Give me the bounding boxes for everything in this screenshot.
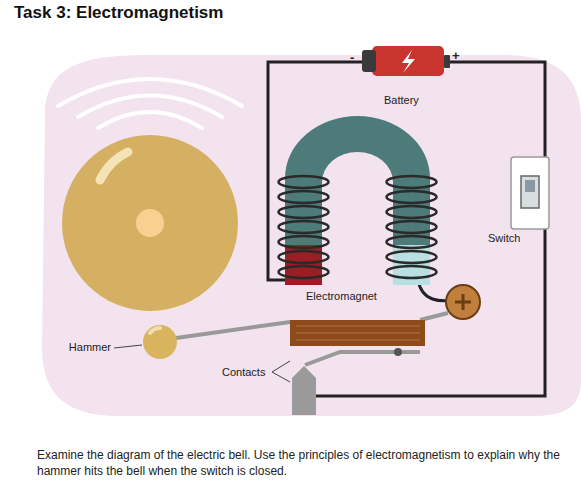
coil-winding <box>279 221 329 233</box>
switch-toggle <box>521 176 539 208</box>
battery-terminal <box>444 55 450 68</box>
sound-wave <box>58 79 242 106</box>
switch-symbol <box>511 157 549 229</box>
coil-winding <box>387 236 437 248</box>
coil-windings <box>279 176 437 278</box>
sound-wave <box>98 112 202 128</box>
caption: Examine the diagram of the electric bell… <box>37 447 572 479</box>
lightning-symbol <box>402 50 415 73</box>
background-blob <box>42 55 581 416</box>
leader-line <box>114 345 142 348</box>
part-label: Electromagnet <box>306 290 377 303</box>
coil-winding <box>279 176 329 188</box>
sound-waves <box>58 79 242 128</box>
coil-winding <box>387 176 437 188</box>
screw <box>446 285 480 319</box>
contact-post <box>292 366 316 415</box>
part-label: Battery <box>384 94 419 107</box>
screw-slot <box>455 294 471 310</box>
hammer-highlight <box>150 328 160 333</box>
coil-winding <box>279 266 329 278</box>
bell-dome <box>136 209 164 237</box>
iron-core <box>285 116 430 245</box>
part-label: Contacts <box>222 366 265 379</box>
contact-point <box>394 348 402 356</box>
switch-plate <box>511 157 549 229</box>
spring-strip <box>420 313 448 320</box>
coil-winding <box>387 206 437 218</box>
coil-winding <box>279 236 329 248</box>
coil-winding <box>279 191 329 203</box>
sound-wave <box>78 96 222 118</box>
part-label: Hammer <box>69 341 111 354</box>
coil-winding <box>279 206 329 218</box>
battery-body <box>372 46 444 76</box>
hammer <box>143 325 177 359</box>
coil-winding <box>387 266 437 278</box>
leader-line <box>272 361 290 382</box>
bell-highlight <box>100 152 128 180</box>
battery-terminal <box>362 50 376 72</box>
coil-winding <box>387 221 437 233</box>
coil-winding <box>279 251 329 263</box>
wood-grain <box>296 326 420 340</box>
electromagnet-symbol <box>279 116 437 285</box>
title: Task 3: Electromagnetism <box>14 3 223 23</box>
wires <box>268 62 545 396</box>
polarity-sign: + <box>452 48 460 64</box>
bell <box>62 135 238 311</box>
armature <box>290 320 425 346</box>
battery-symbol <box>362 46 450 76</box>
contact-arm <box>305 352 420 365</box>
part-label: Switch <box>488 232 520 245</box>
coil-winding <box>387 191 437 203</box>
switch-lever <box>525 180 535 192</box>
hammer-arm <box>162 322 290 340</box>
coil-winding <box>387 251 437 263</box>
polarity-sign: - <box>350 50 354 66</box>
